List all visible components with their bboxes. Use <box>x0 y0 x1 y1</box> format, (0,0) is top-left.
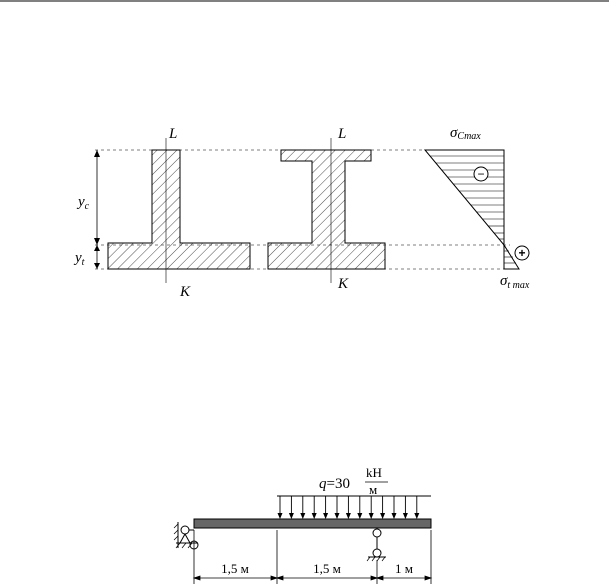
load-arrow <box>311 496 317 519</box>
load-arrow <box>323 496 329 519</box>
span-dimensions <box>192 530 433 584</box>
load-q: q=30 <box>319 476 350 492</box>
load-arrow <box>368 496 374 519</box>
axis-top-label-2: L <box>337 126 346 142</box>
load-unit-numerator: kH <box>366 465 382 480</box>
compression-hatching <box>430 155 504 240</box>
load-arrow <box>414 496 420 519</box>
plus-sign: + <box>518 246 525 260</box>
section-figure: yc yt L K L K <box>73 125 530 300</box>
i-beam-section <box>267 149 386 270</box>
load-arrow <box>334 496 340 519</box>
axis-top-label-1: L <box>168 126 177 142</box>
load-arrow <box>402 496 408 519</box>
beam <box>193 518 432 529</box>
load-arrow <box>357 496 363 519</box>
yt-label: yt <box>73 250 85 268</box>
minus-sign: − <box>477 167 484 181</box>
minus-sign-circle <box>473 166 489 182</box>
dimension-yt <box>94 245 100 269</box>
load-arrow <box>345 496 351 519</box>
load-unit-denominator: м <box>369 482 377 497</box>
pin-support-left <box>173 522 199 550</box>
load-arrow <box>380 496 386 519</box>
beam-figure: q=30 kH м <box>173 465 433 584</box>
axis-bottom-label-2: K <box>337 276 349 292</box>
load-arrow <box>277 496 283 519</box>
span-2-label: 1,5 м <box>313 561 341 576</box>
dimension-yc <box>94 150 100 245</box>
plus-sign-circle <box>514 245 530 261</box>
yc-label: yc <box>76 194 90 212</box>
sigma-t-max-label: σt max <box>500 273 530 291</box>
load-arrow <box>300 496 306 519</box>
inverted-t-section <box>107 149 251 270</box>
span-3-label: 1 м <box>395 561 413 576</box>
sigma-c-max-label: σCmax <box>450 125 481 142</box>
roller-support <box>366 528 386 562</box>
stress-diagram: − + <box>423 149 530 270</box>
distributed-load-arrows <box>277 496 420 519</box>
load-arrow <box>391 496 397 519</box>
axis-bottom-label-1: K <box>179 284 191 300</box>
span-1-label: 1,5 м <box>221 561 249 576</box>
load-arrow <box>288 496 294 519</box>
